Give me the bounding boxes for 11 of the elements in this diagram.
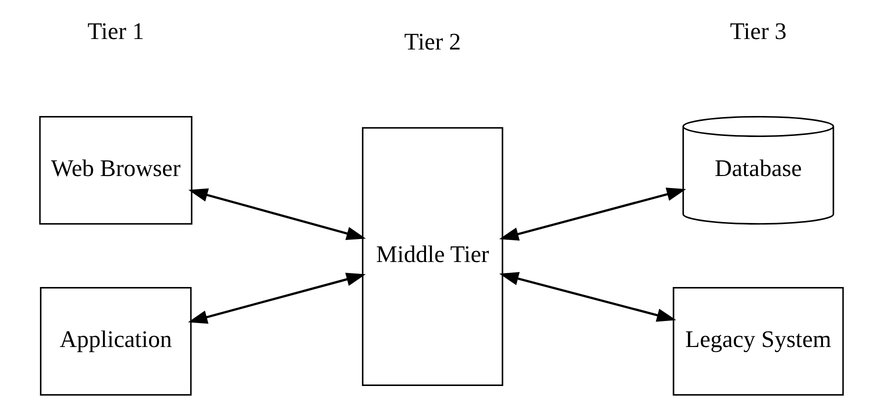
- node-box: Application: [39, 287, 192, 396]
- node-box: Middle Tier: [361, 127, 503, 386]
- node-box: Legacy System: [672, 287, 844, 396]
- label: Tier 2: [404, 30, 460, 56]
- arrow: [188, 272, 366, 324]
- arrow: [498, 272, 676, 322]
- label: Tier 3: [729, 19, 786, 46]
- label: Tier 1: [86, 19, 144, 46]
- arrow: [498, 188, 686, 241]
- arrow: [188, 188, 366, 240]
- node-box: Web Browser: [38, 116, 192, 225]
